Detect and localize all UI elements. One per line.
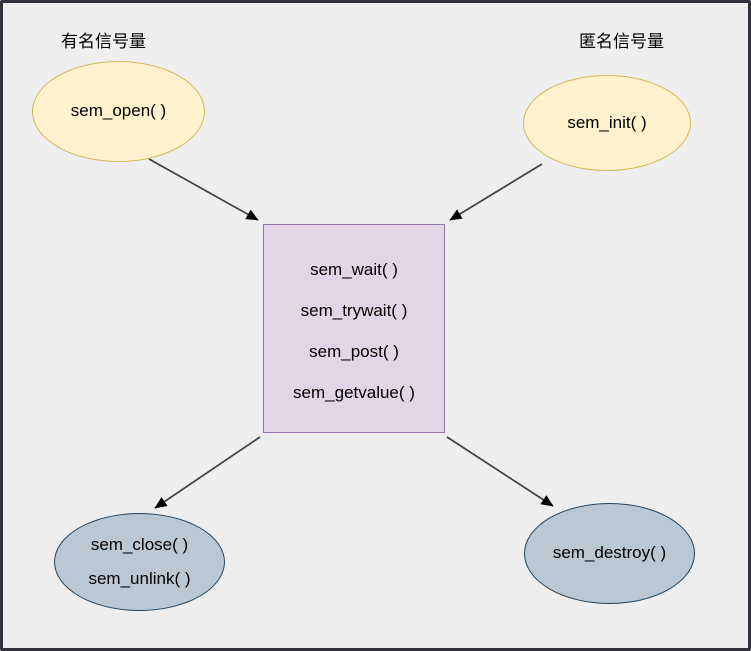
node-sem-destroy: sem_destroy( ) — [524, 503, 695, 604]
node-sem-init: sem_init( ) — [523, 75, 691, 171]
node-close-unlink: sem_close( ) sem_unlink( ) — [54, 513, 225, 611]
node-sem-destroy-label: sem_destroy( ) — [552, 543, 667, 563]
node-core-line-sem-trywait: sem_trywait( ) — [300, 300, 408, 320]
node-core-line-sem-wait: sem_wait( ) — [310, 259, 398, 279]
label-anonymous-semaphore: 匿名信号量 — [579, 32, 664, 51]
node-sem-open-label: sem_open( ) — [70, 101, 167, 121]
node-sem-open: sem_open( ) — [32, 61, 205, 162]
node-core-line-sem-getvalue: sem_getvalue( ) — [293, 382, 415, 402]
node-close-unlink-line-sem-unlink: sem_unlink( ) — [88, 569, 191, 588]
label-named-semaphore: 有名信号量 — [61, 32, 146, 51]
edge-core-to-close-unlink-arrow — [154, 436, 261, 509]
edge-sem-open-to-core-arrow — [148, 158, 259, 221]
edge-core-to-destroy-arrow — [446, 436, 554, 507]
edge-sem-init-to-core-arrow — [449, 163, 543, 221]
node-close-unlink-line-sem-close: sem_close( ) — [90, 534, 189, 554]
node-sem-init-label: sem_init( ) — [567, 112, 647, 132]
node-core-line-sem-post: sem_post( ) — [309, 341, 399, 361]
node-core-operations: sem_wait( ) sem_trywait( ) sem_post( ) s… — [263, 224, 445, 433]
